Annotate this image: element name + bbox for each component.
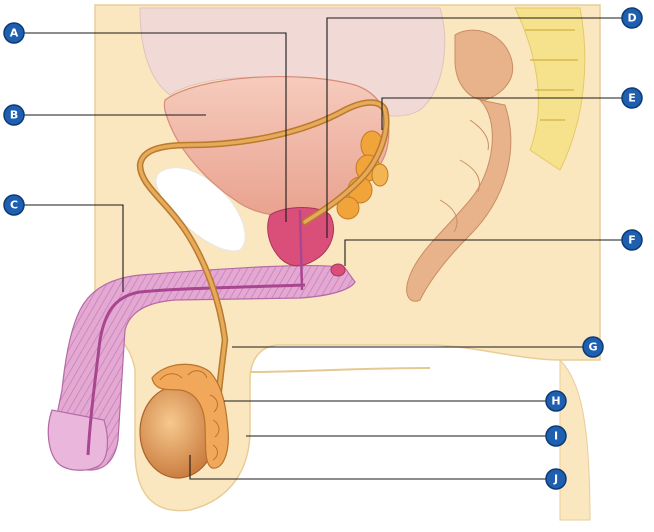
leader-line-a (23, 32, 287, 222)
leader-lines (23, 17, 624, 480)
callout-badge-a: A (3, 22, 25, 44)
sacrum (514, 7, 586, 171)
testis-group (139, 363, 229, 479)
callout-badge-icon (545, 425, 567, 447)
leader-line-c (23, 204, 124, 292)
callout-badge-b: B (3, 104, 25, 126)
callout-label-a: A (10, 27, 19, 40)
callout-label-e: E (628, 92, 636, 105)
rectum-folds (439, 119, 489, 233)
bulbourethral-gland (330, 263, 346, 277)
leader-line-j (189, 455, 548, 480)
sacrum-segments (525, 29, 578, 121)
sacrum-body (514, 7, 586, 171)
prostatic-urethra (298, 209, 304, 291)
epididymis-coils (159, 370, 220, 461)
epididymis (151, 363, 229, 469)
callout-badge-i: I (545, 425, 567, 447)
callout-badge-j: J (545, 468, 567, 490)
callout-badge-d: D (621, 7, 643, 29)
callout-label-g: G (588, 341, 597, 354)
callout-label-f: F (628, 234, 636, 247)
callout-badge-icon (582, 336, 604, 358)
callout-badge-h: H (545, 390, 567, 412)
rectum (406, 29, 514, 302)
callout-badge-icon (545, 390, 567, 412)
callout-badge-g: G (582, 336, 604, 358)
callout-badge-e: E (621, 87, 643, 109)
callout-badges: A B C D E F G H (3, 7, 643, 490)
leader-line-f (344, 239, 624, 266)
callout-badge-icon (3, 22, 25, 44)
callout-badge-icon (545, 468, 567, 490)
vas-deferens-fill (138, 100, 388, 457)
callout-badge-icon (621, 229, 643, 251)
callout-label-c: C (10, 199, 18, 212)
urethra (86, 283, 306, 456)
callout-label-h: H (551, 395, 560, 408)
groin-fold (249, 367, 431, 373)
callout-label-i: I (554, 430, 558, 443)
callout-label-j: J (553, 473, 558, 486)
callout-badge-icon (621, 87, 643, 109)
vesicle-lobe (336, 196, 360, 220)
callout-label-b: B (10, 109, 18, 122)
callout-badge-icon (621, 7, 643, 29)
callout-badge-icon (3, 104, 25, 126)
vesicle-lobe (371, 163, 389, 187)
penis (47, 264, 356, 471)
leader-line-e (381, 97, 624, 130)
glans (47, 409, 109, 471)
callout-badge-f: F (621, 229, 643, 251)
leader-line-d (326, 17, 624, 238)
callout-badge-icon (3, 194, 25, 216)
callout-label-d: D (627, 12, 636, 25)
lower-torso-edge (559, 358, 591, 521)
callout-badge-c: C (3, 194, 25, 216)
rectum-upper (454, 29, 514, 101)
